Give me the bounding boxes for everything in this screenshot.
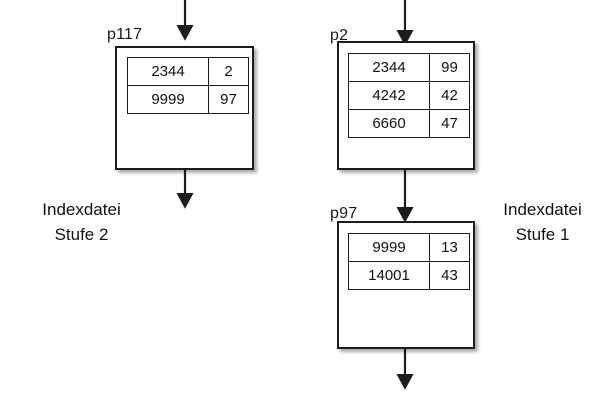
page-node-p97: 9999 13 14001 43 bbox=[337, 221, 475, 349]
entry-pointer: 97 bbox=[208, 85, 249, 114]
table-row: 4242 42 bbox=[348, 81, 470, 110]
page-node-p2: 2344 99 4242 42 6660 47 bbox=[337, 41, 475, 170]
table-row: 9999 13 bbox=[348, 233, 470, 262]
caption-left-line2: Stufe 2 bbox=[54, 224, 109, 244]
entry-pointer: 13 bbox=[429, 233, 470, 262]
page-label-p2: p2 bbox=[330, 27, 349, 44]
table-row: 6660 47 bbox=[348, 109, 470, 138]
entry-table-p117: 2344 2 9999 97 bbox=[127, 57, 249, 114]
entry-key: 2344 bbox=[127, 57, 209, 86]
page-node-p117: 2344 2 9999 97 bbox=[115, 46, 254, 170]
page-label-p97: p97 bbox=[330, 205, 358, 222]
entry-table-p97: 9999 13 14001 43 bbox=[348, 233, 470, 290]
table-row: 2344 2 bbox=[127, 57, 249, 86]
caption-right-line1: Indexdatei bbox=[503, 200, 582, 219]
page-label-p117: p117 bbox=[107, 26, 143, 43]
caption-right-level1: Indexdatei Stufe 1 bbox=[480, 198, 605, 247]
entry-key: 9999 bbox=[348, 233, 430, 262]
table-row: 14001 43 bbox=[348, 261, 470, 290]
entry-pointer: 99 bbox=[429, 53, 470, 82]
entry-key: 4242 bbox=[348, 81, 430, 110]
entry-key: 14001 bbox=[348, 261, 430, 290]
entry-pointer: 43 bbox=[429, 261, 470, 290]
table-row: 2344 99 bbox=[348, 53, 470, 82]
entry-key: 2344 bbox=[348, 53, 430, 82]
entry-pointer: 2 bbox=[208, 57, 249, 86]
table-row: 9999 97 bbox=[127, 85, 249, 114]
entry-pointer: 47 bbox=[429, 109, 470, 138]
entry-pointer: 42 bbox=[429, 81, 470, 110]
caption-left-line1: Indexdatei bbox=[42, 200, 121, 219]
entry-key: 9999 bbox=[127, 85, 209, 114]
caption-left-level2: Indexdatei Stufe 2 bbox=[14, 198, 149, 247]
entry-key: 6660 bbox=[348, 109, 430, 138]
caption-right-line2: Stufe 1 bbox=[515, 224, 570, 244]
entry-table-p2: 2344 99 4242 42 6660 47 bbox=[348, 53, 470, 138]
